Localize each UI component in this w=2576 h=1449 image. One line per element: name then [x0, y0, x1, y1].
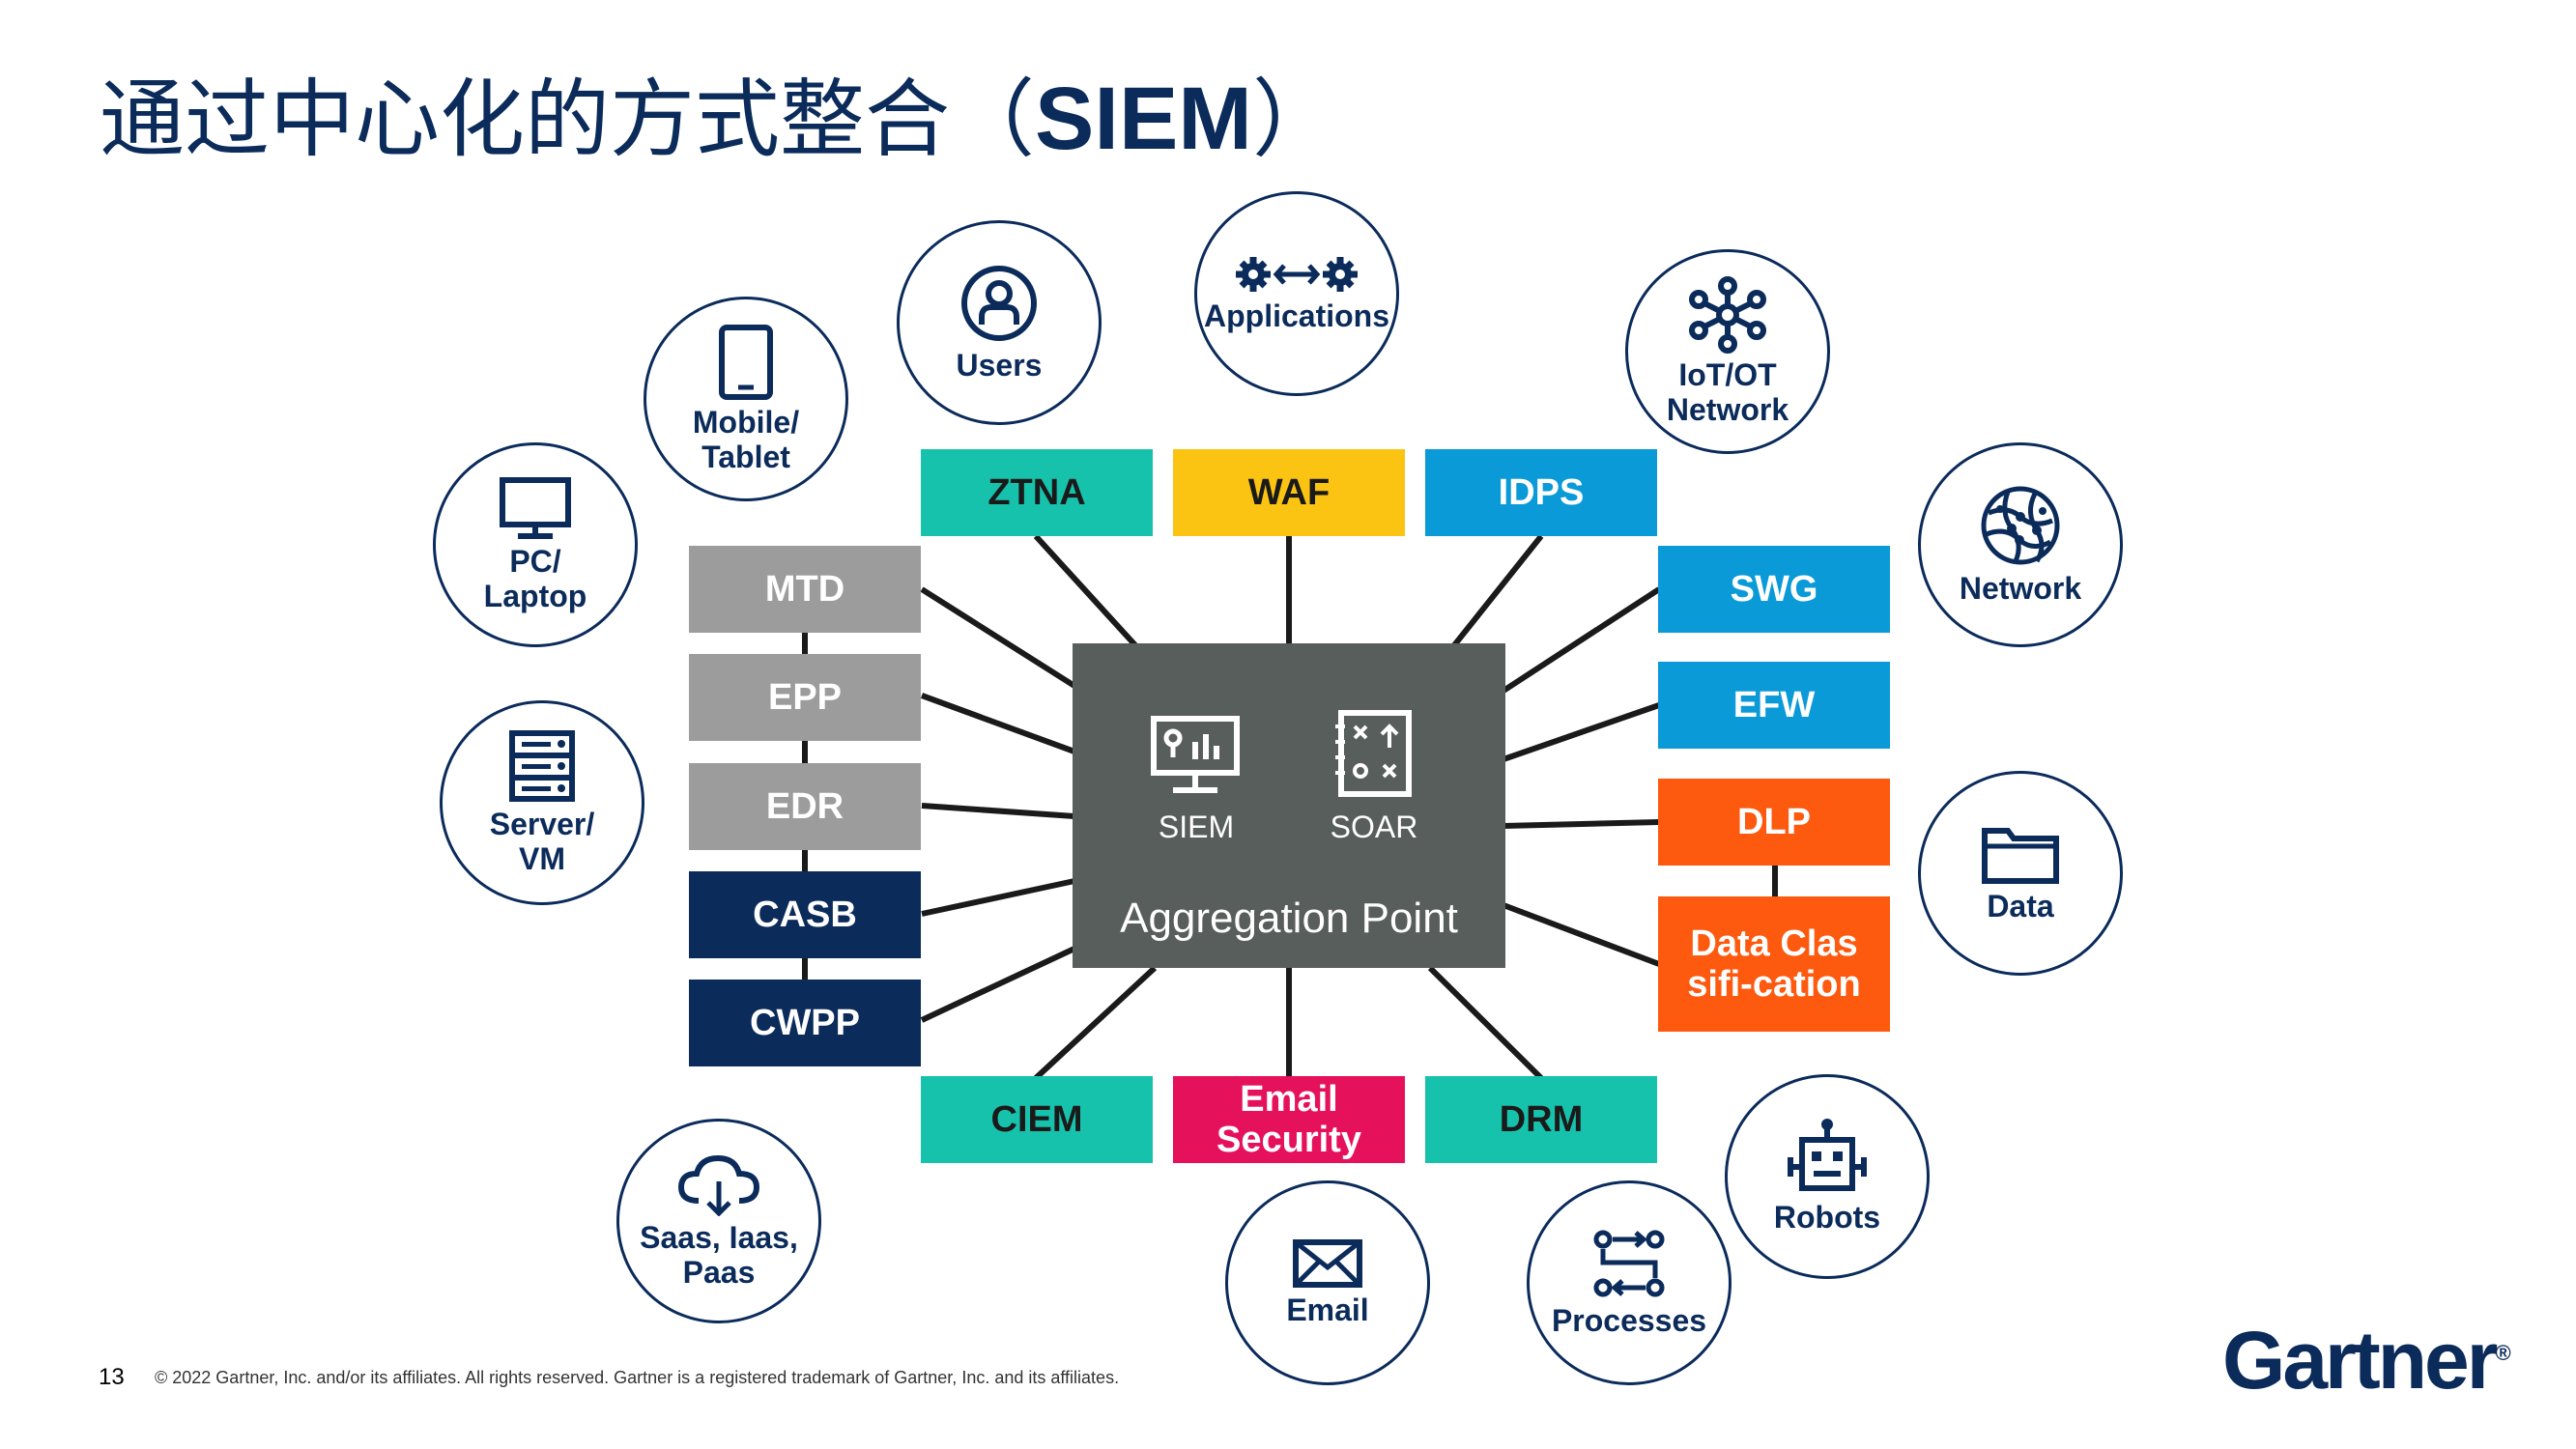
circle-email-label: Email [1286, 1293, 1369, 1327]
link-drm [1427, 965, 1544, 1081]
box-efw-label: EFW [1732, 685, 1816, 725]
siem-dashboard-icon [1151, 716, 1240, 793]
iot-hub-icon [1689, 276, 1766, 354]
circle-server-vm: Server/ VM [440, 700, 644, 905]
link-ciem [1033, 965, 1158, 1081]
title-strong: SIEM [1035, 70, 1252, 168]
workflow-icon [1593, 1230, 1665, 1297]
box-cwpp: CWPP [689, 980, 921, 1066]
link-efw [1503, 702, 1660, 762]
circle-users: Users [897, 220, 1102, 425]
aggregation-point-label: Aggregation Point [1120, 895, 1458, 942]
box-casb-label: CASB [753, 895, 857, 935]
box-data-classification-label: Data Classifi-cation [1687, 923, 1861, 1005]
box-dlp-label: DLP [1737, 802, 1811, 842]
title-close: ） [1251, 70, 1337, 169]
box-mtd-label: MTD [764, 569, 845, 610]
monitor-icon [500, 477, 571, 539]
circle-email: Email [1225, 1180, 1430, 1385]
aggregation-hub: SIEM SOAR Aggregation Point [1073, 643, 1505, 968]
circle-pc-laptop-label: PC/ Laptop [483, 544, 587, 613]
link-dlp [1503, 819, 1660, 829]
box-edr: EDR [689, 763, 921, 850]
user-icon [961, 266, 1037, 341]
box-waf: WAF [1173, 449, 1405, 536]
circle-data: Data [1918, 771, 2123, 976]
circle-robots: Robots [1725, 1074, 1930, 1279]
gartner-logo: Gartner® [2222, 1314, 2511, 1407]
page-title: 通过中心化的方式整合（SIEM） [100, 66, 1337, 172]
circle-mobile-tablet-label: Mobile/ Tablet [692, 405, 800, 474]
box-ciem: CIEM [921, 1076, 1153, 1163]
box-idps: IDPS [1425, 449, 1657, 536]
circle-data-label: Data [1987, 889, 2054, 923]
folder-icon [1982, 828, 2059, 884]
box-mtd: MTD [689, 546, 921, 633]
circle-server-vm-label: Server/ VM [489, 807, 595, 876]
box-efw: EFW [1658, 662, 1890, 749]
box-drm: DRM [1425, 1076, 1657, 1163]
box-ztna-label: ZTNA [987, 472, 1086, 513]
box-email-security: Email Security [1173, 1076, 1405, 1163]
robot-icon [1788, 1119, 1867, 1191]
circle-processes-label: Processes [1551, 1303, 1707, 1338]
circle-network: Network [1918, 442, 2123, 647]
link-edr [921, 803, 1075, 819]
box-ciem-label: CIEM [990, 1099, 1083, 1140]
envelope-icon [1293, 1239, 1362, 1288]
globe-icon [1981, 486, 2060, 565]
circle-iot-network: IoT/OT Network [1625, 249, 1830, 454]
circle-applications-label: Applications [1203, 298, 1389, 333]
gartner-logo-text: Gartner [2222, 1315, 2498, 1406]
tablet-icon [719, 325, 773, 400]
box-casb: CASB [689, 871, 921, 958]
box-cwpp-label: CWPP [750, 1003, 860, 1043]
siem-label: SIEM [1158, 810, 1235, 844]
link-mtd [920, 586, 1076, 689]
link-idps [1451, 534, 1544, 647]
link-cwpp [920, 946, 1076, 1023]
box-drm-label: DRM [1499, 1099, 1584, 1140]
circle-iot-network-label: IoT/OT Network [1666, 357, 1789, 427]
server-icon [509, 730, 575, 802]
circle-robots-label: Robots [1773, 1200, 1881, 1235]
box-waf-label: WAF [1247, 472, 1331, 513]
box-edr-label: EDR [765, 786, 844, 827]
circle-users-label: Users [956, 348, 1043, 383]
circle-mobile-tablet: Mobile/ Tablet [644, 297, 848, 501]
soar-label: SOAR [1330, 810, 1418, 844]
page-number: 13 [99, 1364, 125, 1390]
circle-applications: Applications [1194, 191, 1399, 396]
link-ztna [1033, 533, 1138, 648]
link-data-classification [1502, 902, 1661, 967]
box-swg: SWG [1658, 546, 1890, 633]
link-epp [920, 693, 1076, 754]
box-epp: EPP [689, 654, 921, 741]
box-epp-label: EPP [767, 677, 843, 718]
link-casb [921, 878, 1075, 917]
cloud-download-icon [677, 1154, 760, 1216]
box-ztna: ZTNA [921, 449, 1153, 536]
circle-pc-laptop: PC/ Laptop [433, 442, 638, 647]
gears-exchange-icon [1236, 257, 1358, 292]
box-dlp: DLP [1658, 779, 1890, 866]
box-swg-label: SWG [1730, 569, 1818, 610]
link-swg [1502, 586, 1661, 694]
soar-playbook-icon [1335, 710, 1412, 797]
circle-saas-label: Saas, Iaas, Paas [640, 1220, 798, 1290]
title-main: 通过中心化的方式整合（ [100, 70, 1036, 169]
gartner-logo-mark: ® [2495, 1341, 2511, 1365]
circle-network-label: Network [1959, 571, 2082, 606]
box-email-security-label: Email Security [1216, 1079, 1361, 1160]
copyright-text: © 2022 Gartner, Inc. and/or its affiliat… [155, 1368, 1120, 1387]
box-data-classification: Data Classifi-cation [1658, 896, 1890, 1032]
box-idps-label: IDPS [1498, 472, 1585, 513]
circle-processes: Processes [1527, 1180, 1732, 1385]
circle-saas: Saas, Iaas, Paas [616, 1119, 821, 1323]
